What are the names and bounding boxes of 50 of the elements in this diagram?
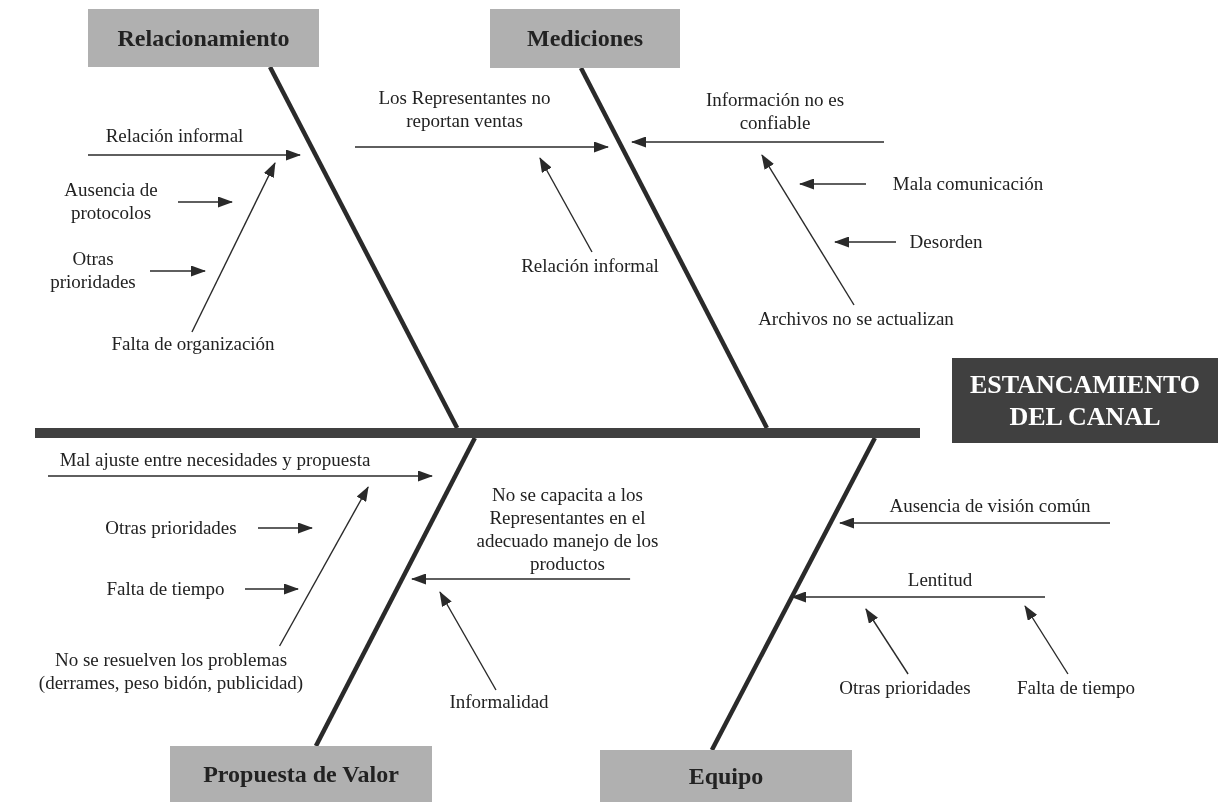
cause-text: Mala comunicación xyxy=(891,172,1045,195)
arrow xyxy=(865,608,909,675)
category-box: Propuesta de Valor xyxy=(170,746,432,802)
arrow xyxy=(354,141,609,153)
bone-line xyxy=(579,66,769,430)
cause-text: No se capacita a los Representantes en el adecuado manejo de los productos xyxy=(475,483,660,575)
bone-line xyxy=(709,436,877,752)
cause-text: Mal ajuste entre necesidades y propuesta xyxy=(58,448,372,471)
arrow xyxy=(47,470,433,482)
arrow xyxy=(839,517,1111,529)
cause-text: Otras prioridades xyxy=(838,676,972,699)
bone-line xyxy=(268,65,460,430)
cause-text: Relación informal xyxy=(104,124,245,147)
cause-text: Falta de organización xyxy=(110,332,276,355)
arrow xyxy=(177,196,233,208)
effect-box: ESTANCAMIENTO DEL CANAL xyxy=(952,358,1218,443)
arrow xyxy=(539,157,593,253)
cause-text: Falta de tiempo xyxy=(105,577,226,600)
arrow xyxy=(87,149,301,161)
arrow xyxy=(834,236,897,248)
arrow xyxy=(278,486,369,647)
cause-text: No se resuelven los problemas (derrames, peso bidón, publicidad) xyxy=(37,648,305,694)
arrow xyxy=(411,573,631,585)
cause-text: Otras prioridades xyxy=(104,516,238,539)
cause-text: Desorden xyxy=(908,230,984,253)
arrow xyxy=(631,136,885,148)
category-box: Relacionamiento xyxy=(88,9,319,67)
cause-text: Ausencia de protocolos xyxy=(63,178,159,224)
cause-text: Falta de tiempo xyxy=(1015,676,1137,699)
spine-bar xyxy=(35,428,920,438)
cause-text: Los Representantes no reportan ventas xyxy=(377,86,552,132)
arrow xyxy=(257,522,313,534)
cause-text: Información no es confiable xyxy=(704,88,846,134)
cause-text: Relación informal xyxy=(520,254,660,277)
cause-text: Lentitud xyxy=(906,568,974,591)
arrow xyxy=(1024,605,1069,675)
bone-line xyxy=(313,436,477,748)
arrow xyxy=(799,178,867,190)
category-box: Equipo xyxy=(600,750,852,802)
cause-text: Otras prioridades xyxy=(49,247,137,293)
cause-text: Archivos no se actualizan xyxy=(757,307,955,330)
cause-text: Ausencia de visión común xyxy=(888,494,1092,517)
arrow xyxy=(791,591,1046,603)
cause-text: Informalidad xyxy=(448,690,550,713)
category-box: Mediciones xyxy=(490,9,680,68)
arrow xyxy=(439,591,497,691)
arrow xyxy=(191,162,276,333)
arrow xyxy=(149,265,206,277)
arrow xyxy=(244,583,299,595)
arrow xyxy=(761,154,855,306)
